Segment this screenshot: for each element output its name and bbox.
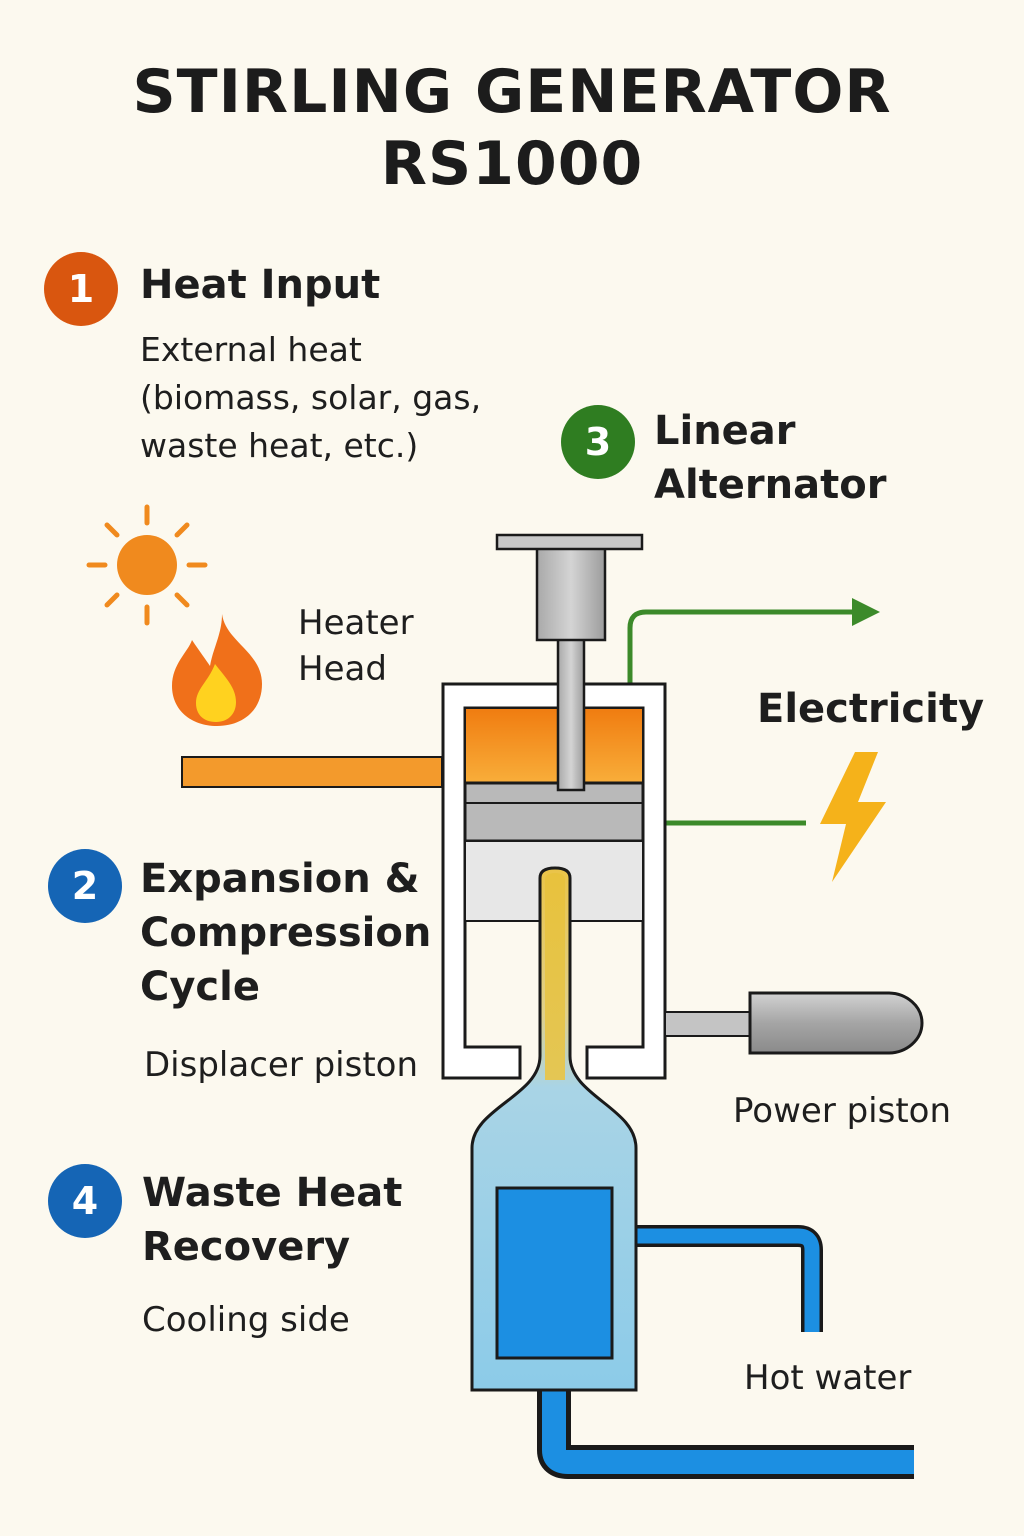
rod-cap <box>495 533 644 551</box>
heat-input-bar <box>181 756 443 788</box>
flame-icon <box>172 614 262 726</box>
piston-rod <box>556 636 586 792</box>
step-3-heading: Linear Alternator <box>654 408 887 508</box>
electricity-label: Electricity <box>757 686 985 732</box>
fluid-tube <box>545 873 565 1080</box>
step-2-heading: Expansion & Compression Cycle <box>140 856 432 1010</box>
step-1-description: External heat (biomass, solar, gas, wast… <box>140 330 482 465</box>
hot-chamber <box>464 707 644 784</box>
sun-icon <box>86 504 208 626</box>
rod-guide-cylinder <box>535 546 607 642</box>
power-piston-rod <box>664 1011 752 1037</box>
hot-water-label: Hot water <box>744 1358 912 1398</box>
lightning-icon <box>820 752 886 882</box>
electricity-arrowhead <box>852 598 880 626</box>
step-1-badge: 1 <box>44 252 118 326</box>
step-1-heading: Heat Input <box>140 262 381 308</box>
heater-head-label: Heater Head <box>298 603 414 689</box>
step-4-description: Cooling side <box>142 1300 350 1340</box>
step-4-heading: Waste Heat Recovery <box>142 1170 403 1270</box>
page-title: STIRLING GENERATOR RS1000 <box>132 57 892 199</box>
step-4-badge: 4 <box>48 1164 122 1238</box>
power-piston-label: Power piston <box>733 1091 952 1131</box>
hot-water-pipe <box>637 1225 823 1332</box>
step-2-description: Displacer piston <box>144 1045 419 1085</box>
power-piston-cylinder <box>748 991 924 1055</box>
step-2-badge: 2 <box>48 849 122 923</box>
displacer-piston <box>463 781 645 843</box>
cooling-water-tank <box>495 1186 614 1360</box>
step-3-badge: 3 <box>561 405 635 479</box>
electricity-output-wire <box>627 609 858 684</box>
